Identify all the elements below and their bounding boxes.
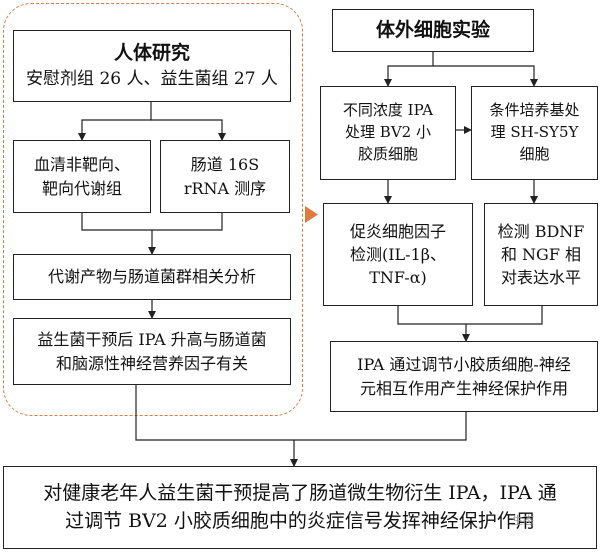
in-vitro-title-box: 体外细胞实验 xyxy=(332,9,534,52)
cytokines-line-3: TNF-α) xyxy=(369,268,427,288)
ipa-treatment-line-1: 不同浓度 IPA xyxy=(342,101,434,120)
sequencing-line-1: 肠道 16S xyxy=(190,155,260,175)
conclusion-line-2: 过调节 BV2 小胶质细胞中的炎症信号发挥神经保护作用 xyxy=(65,509,535,532)
metabolomics-box: 血清非靶向、 靶向代谢组 xyxy=(13,140,151,213)
sequencing-line-2: rRNA 测序 xyxy=(183,178,267,198)
conditioned-line-3: 细胞 xyxy=(519,144,550,163)
human-study-title: 人体研究 xyxy=(113,41,190,64)
ipa-treatment-box: 不同浓度 IPA 处理 BV2 小 胶质细胞 xyxy=(320,86,456,180)
arrow-branches-to-correlation xyxy=(81,213,223,254)
bdnf-line-3: 对表达水平 xyxy=(500,268,581,288)
ipa-treatment-line-2: 处理 BV2 小 xyxy=(345,123,431,142)
conditioned-medium-box: 条件培养基处 理 SH-SY5Y 细胞 xyxy=(471,86,598,180)
in-vitro-finding-box: IPA 通过调节小胶质细胞-神经 元相互作用产生神经保护作用 xyxy=(330,341,598,412)
human-study-frame xyxy=(3,3,303,416)
in-vitro-finding-line-2: 元相互作用产生神经保护作用 xyxy=(359,378,568,398)
bdnf-line-1: 检测 BDNF xyxy=(497,221,585,241)
sequencing-box: 肠道 16S rRNA 测序 xyxy=(160,140,290,213)
conclusion-box: 对健康老年人益生菌干预提高了肠道微生物衍生 IPA，IPA 通 过调节 BV2 … xyxy=(3,466,597,549)
human-study-title-box: 人体研究 安慰剂组 26 人、益生菌组 27 人 xyxy=(13,30,291,102)
conditioned-line-1: 条件培养基处 xyxy=(489,101,580,120)
human-finding-line-2: 和脑源性神经营养因子有关 xyxy=(55,353,248,373)
bdnf-line-2: 和 NGF 相 xyxy=(500,244,582,264)
ipa-treatment-line-3: 胶质细胞 xyxy=(357,144,418,163)
in-vitro-finding-line-1: IPA 通过调节小胶质细胞-神经 xyxy=(357,355,571,375)
transition-arrow-icon xyxy=(305,206,318,223)
correlation-text: 代谢产物与肠道菌群相关分析 xyxy=(47,267,256,287)
arrow-detections-to-finding xyxy=(397,306,543,341)
cytokines-box: 促炎细胞因子 检测(IL-1β、 TNF-α) xyxy=(323,203,473,306)
in-vitro-title: 体外细胞实验 xyxy=(375,18,490,41)
cytokines-line-2: 检测(IL-1β、 xyxy=(349,244,447,264)
arrow-title-to-conditioned xyxy=(433,65,538,87)
arrow-findings-to-conclusion xyxy=(135,385,467,466)
metabolomics-line-1: 血清非靶向、 xyxy=(33,155,130,175)
human-study-subtitle: 安慰剂组 26 人、益生菌组 27 人 xyxy=(26,69,278,90)
arrow-title-to-metabolomics xyxy=(78,102,152,141)
arrow-title-to-sequencing xyxy=(151,119,226,141)
correlation-box: 代谢产物与肠道菌群相关分析 xyxy=(13,254,291,300)
conditioned-line-2: 理 SH-SY5Y xyxy=(490,123,579,142)
human-finding-box: 益生菌干预后 IPA 升高与肠道菌 和脑源性神经营养因子有关 xyxy=(13,318,291,385)
cytokines-line-1: 促炎细胞因子 xyxy=(349,221,446,241)
watermark: 生态 xyxy=(512,514,534,527)
human-finding-line-1: 益生菌干预后 IPA 升高与肠道菌 xyxy=(37,330,267,350)
metabolomics-line-2: 靶向代谢组 xyxy=(41,178,122,198)
conclusion-line-1: 对健康老年人益生菌干预提高了肠道微生物衍生 IPA，IPA 通 xyxy=(43,481,557,504)
bdnf-ngf-box: 检测 BDNF 和 NGF 相 对表达水平 xyxy=(484,203,598,306)
arrow-title-to-ipa-treatment xyxy=(384,52,434,87)
